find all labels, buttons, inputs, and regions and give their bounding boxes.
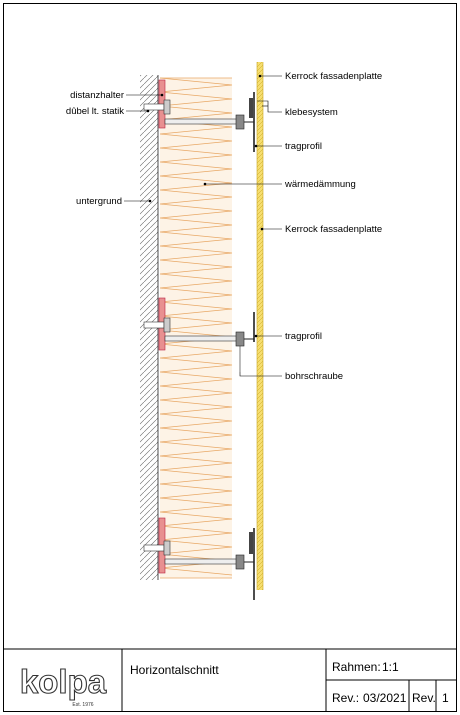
facade-panel	[256, 62, 264, 590]
rev-number: 1	[442, 691, 449, 705]
leader-dots	[146, 74, 264, 338]
label-duebel: dûbel lt. statik	[66, 106, 124, 117]
anchor-assembly-top	[143, 79, 255, 152]
label-fassade-mid: Kerrock fassadenplatte	[285, 224, 382, 235]
svg-text:Est. 1976: Est. 1976	[72, 702, 93, 708]
label-tragprofil-1: tragprofil	[285, 141, 322, 152]
label-waermedaemmung: wärmedämmung	[284, 179, 356, 190]
rev-date: 03/2021	[363, 691, 407, 705]
insulation-layer	[159, 77, 233, 579]
sheet-border	[3, 3, 457, 712]
svg-text:kolpa: kolpa	[20, 663, 107, 700]
leader-lines	[124, 75, 282, 377]
rev-label: Rev.:	[332, 691, 359, 705]
anchor-assembly-bottom	[143, 517, 255, 600]
anchor-assembly-middle	[143, 297, 255, 372]
rev-label-2: Rev.	[412, 691, 436, 705]
label-klebesystem: klebesystem	[285, 107, 338, 118]
scale-label: Rahmen:	[332, 660, 381, 674]
label-fassade-top: Kerrock fassadenplatte	[285, 71, 382, 82]
scale-value: 1:1	[382, 660, 399, 674]
label-untergrund: untergrund	[76, 196, 122, 207]
label-tragprofil-2: tragprofil	[285, 331, 322, 342]
kolpa-logo: kolpa Est. 1976	[19, 662, 107, 708]
label-distanzhalter: distanzhalter	[70, 90, 124, 101]
label-bohrschraube: bohrschraube	[285, 371, 343, 382]
title-block	[4, 648, 456, 711]
drawing-title: Horizontalschnitt	[130, 663, 219, 677]
